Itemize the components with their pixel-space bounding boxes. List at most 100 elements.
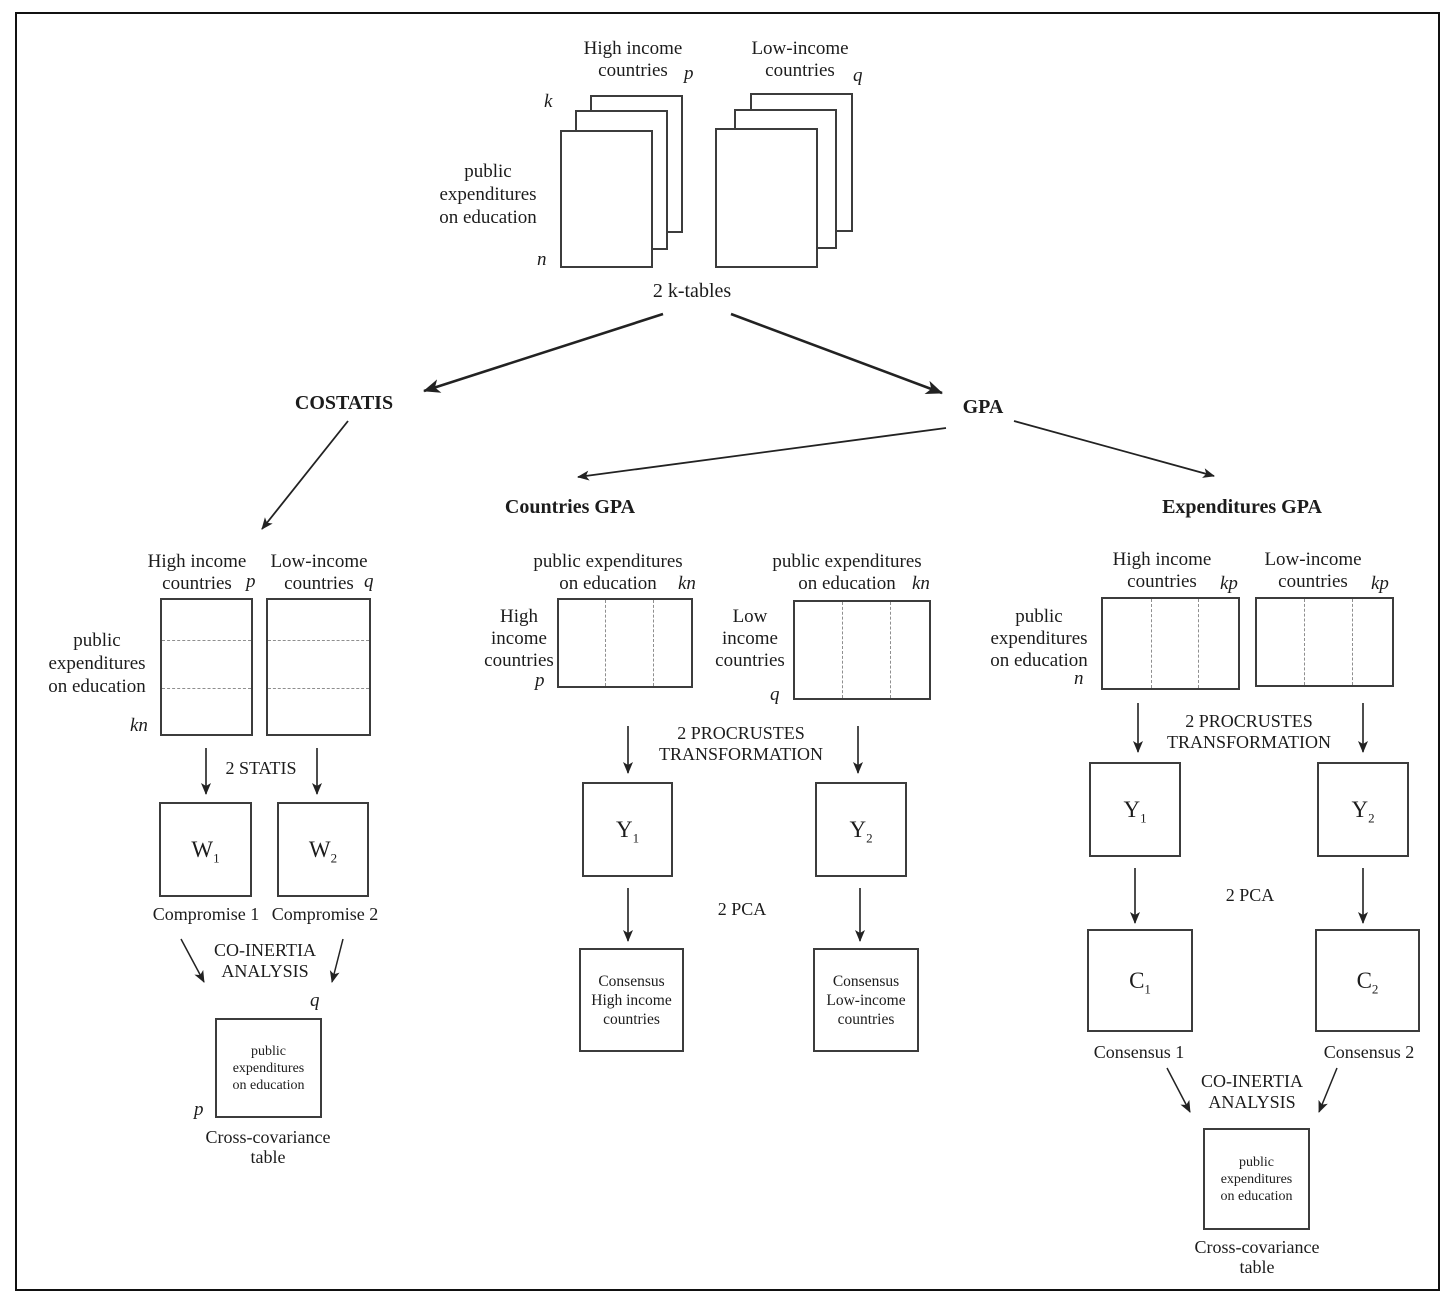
expenditures-y1-symbol: Y1 <box>1123 797 1147 826</box>
expenditures-result-content: public expenditures on education <box>1220 1154 1293 1204</box>
costatis-label: COSTATIS <box>294 392 394 414</box>
c1-symbol: C1 <box>1129 968 1151 997</box>
expenditures-result-table: public expenditures on education <box>1203 1128 1310 1230</box>
expenditures-dim-n: n <box>1074 668 1084 689</box>
countries-dim-kn-right: kn <box>912 573 930 594</box>
costatis-table-high-title: High income countries <box>147 551 247 594</box>
countries-table-low-title: public expenditures on education <box>772 551 922 594</box>
costatis-dim-kn: kn <box>130 715 148 736</box>
dashed-divider <box>842 602 843 698</box>
dim-n-top: n <box>537 249 547 270</box>
expenditures-coinertia-label: CO-INERTIA ANALYSIS <box>1201 1071 1303 1112</box>
ktables-to-gpa-arrow <box>730 312 943 395</box>
w2-symbol: W2 <box>308 837 338 866</box>
expenditures-result-caption: Cross-covariance table <box>1194 1237 1320 1277</box>
gpa-to-countries-arrow <box>577 427 947 481</box>
countries-y2-symbol: Y2 <box>849 817 873 846</box>
countries-pca-label: 2 PCA <box>717 899 767 919</box>
w2-box: W2 <box>277 802 369 897</box>
ktable-sheet <box>560 130 653 268</box>
compromise1-coinertia-arrow <box>180 938 205 983</box>
dashed-divider <box>268 688 369 689</box>
expenditures-y2-symbol: Y2 <box>1351 797 1375 826</box>
expenditures-table-high-title: High income countries <box>1112 549 1212 592</box>
dashed-divider <box>890 602 891 698</box>
countries-table-high <box>557 598 693 688</box>
compromise2-coinertia-arrow <box>329 938 344 983</box>
consensus-high-text: Consensus High income countries <box>591 972 672 1028</box>
costatis-dim-p: p <box>246 571 256 592</box>
expenditures-table-low-title: Low-income countries <box>1264 549 1362 592</box>
ktables-caption: 2 k-tables <box>652 280 732 302</box>
expenditures-procrustes-label: 2 PROCRUSTES TRANSFORMATION <box>1166 711 1332 752</box>
countries-y2-box: Y2 <box>815 782 907 877</box>
countries-dim-kn-left: kn <box>678 573 696 594</box>
dim-k-top: k <box>544 91 553 112</box>
dashed-divider <box>1352 599 1353 685</box>
dashed-divider <box>268 640 369 641</box>
costatis-table-low-title: Low-income countries <box>270 551 368 594</box>
diagram-border <box>15 12 1440 1291</box>
costatis-side-label: public expenditures on education <box>48 630 146 697</box>
dashed-divider <box>162 688 251 689</box>
consensus-high-box: Consensus High income countries <box>579 948 684 1052</box>
countries-table-high-title: public expenditures on education <box>533 551 683 594</box>
ktable-sheet <box>715 128 818 268</box>
expenditures-pca-label: 2 PCA <box>1225 885 1275 905</box>
expenditures-dim-kp-left: kp <box>1220 573 1238 594</box>
c2-box: C2 <box>1315 929 1420 1032</box>
c2-caption: Consensus 2 <box>1323 1042 1415 1062</box>
expenditures-y1-box: Y1 <box>1089 762 1181 857</box>
dashed-divider <box>1304 599 1305 685</box>
c2-symbol: C2 <box>1356 968 1379 997</box>
costatis-result-caption: Cross-covariance table <box>205 1127 331 1167</box>
dashed-divider <box>653 600 654 686</box>
c1-coinertia-arrow <box>1166 1067 1191 1113</box>
expenditures-table-low <box>1255 597 1394 687</box>
gpa-label: GPA <box>962 396 1004 418</box>
w1-box: W1 <box>159 802 252 897</box>
gpa-to-expenditures-arrow <box>1013 420 1215 478</box>
expenditures-gpa-label: Expenditures GPA <box>1162 496 1322 518</box>
countries-side-label-high: High income countries <box>484 606 554 671</box>
c2-coinertia-arrow <box>1318 1067 1338 1113</box>
compromise2-caption: Compromise 2 <box>271 904 379 924</box>
countries-procrustes-label: 2 PROCRUSTES TRANSFORMATION <box>658 723 824 764</box>
dashed-divider <box>1151 599 1152 688</box>
expenditures-y2-box: Y2 <box>1317 762 1409 857</box>
c1-caption: Consensus 1 <box>1093 1042 1185 1062</box>
expenditures-side-label: public expenditures on education <box>990 606 1088 671</box>
expenditures-table-high <box>1101 597 1240 690</box>
consensus-low-text: Consensus Low-income countries <box>826 972 906 1028</box>
countries-side-label-low: Low income countries <box>715 606 785 671</box>
w1-symbol: W1 <box>191 837 220 866</box>
dashed-divider <box>605 600 606 686</box>
result-dim-p: p <box>194 1099 204 1120</box>
costatis-result-content: public expenditures on education <box>232 1043 305 1093</box>
costatis-result-table: public expenditures on education <box>215 1018 322 1118</box>
countries-gpa-label: Countries GPA <box>504 496 636 518</box>
ktable-low-title: Low-income countries <box>751 38 849 81</box>
costatis-table-high <box>160 598 253 736</box>
statis-step-label: 2 STATIS <box>225 758 297 778</box>
expenditures-dim-kp-right: kp <box>1371 573 1389 594</box>
costatis-coinertia-label: CO-INERTIA ANALYSIS <box>214 940 316 981</box>
countries-y1-box: Y1 <box>582 782 673 877</box>
countries-dim-p: p <box>535 670 545 691</box>
ktables-to-costatis-arrow <box>423 312 664 393</box>
dashed-divider <box>1198 599 1199 688</box>
countries-table-low <box>793 600 931 700</box>
compromise1-caption: Compromise 1 <box>152 904 260 924</box>
dashed-divider <box>162 640 251 641</box>
costatis-dim-q: q <box>364 571 374 592</box>
ktable-high-title: High income countries <box>583 38 683 81</box>
consensus-low-box: Consensus Low-income countries <box>813 948 919 1052</box>
dim-p-top: p <box>684 63 694 84</box>
dim-q-top: q <box>853 65 863 86</box>
costatis-table-low <box>266 598 371 736</box>
countries-dim-q: q <box>770 684 780 705</box>
costatis-to-tables-arrow <box>261 420 349 530</box>
result-dim-q: q <box>310 990 320 1011</box>
